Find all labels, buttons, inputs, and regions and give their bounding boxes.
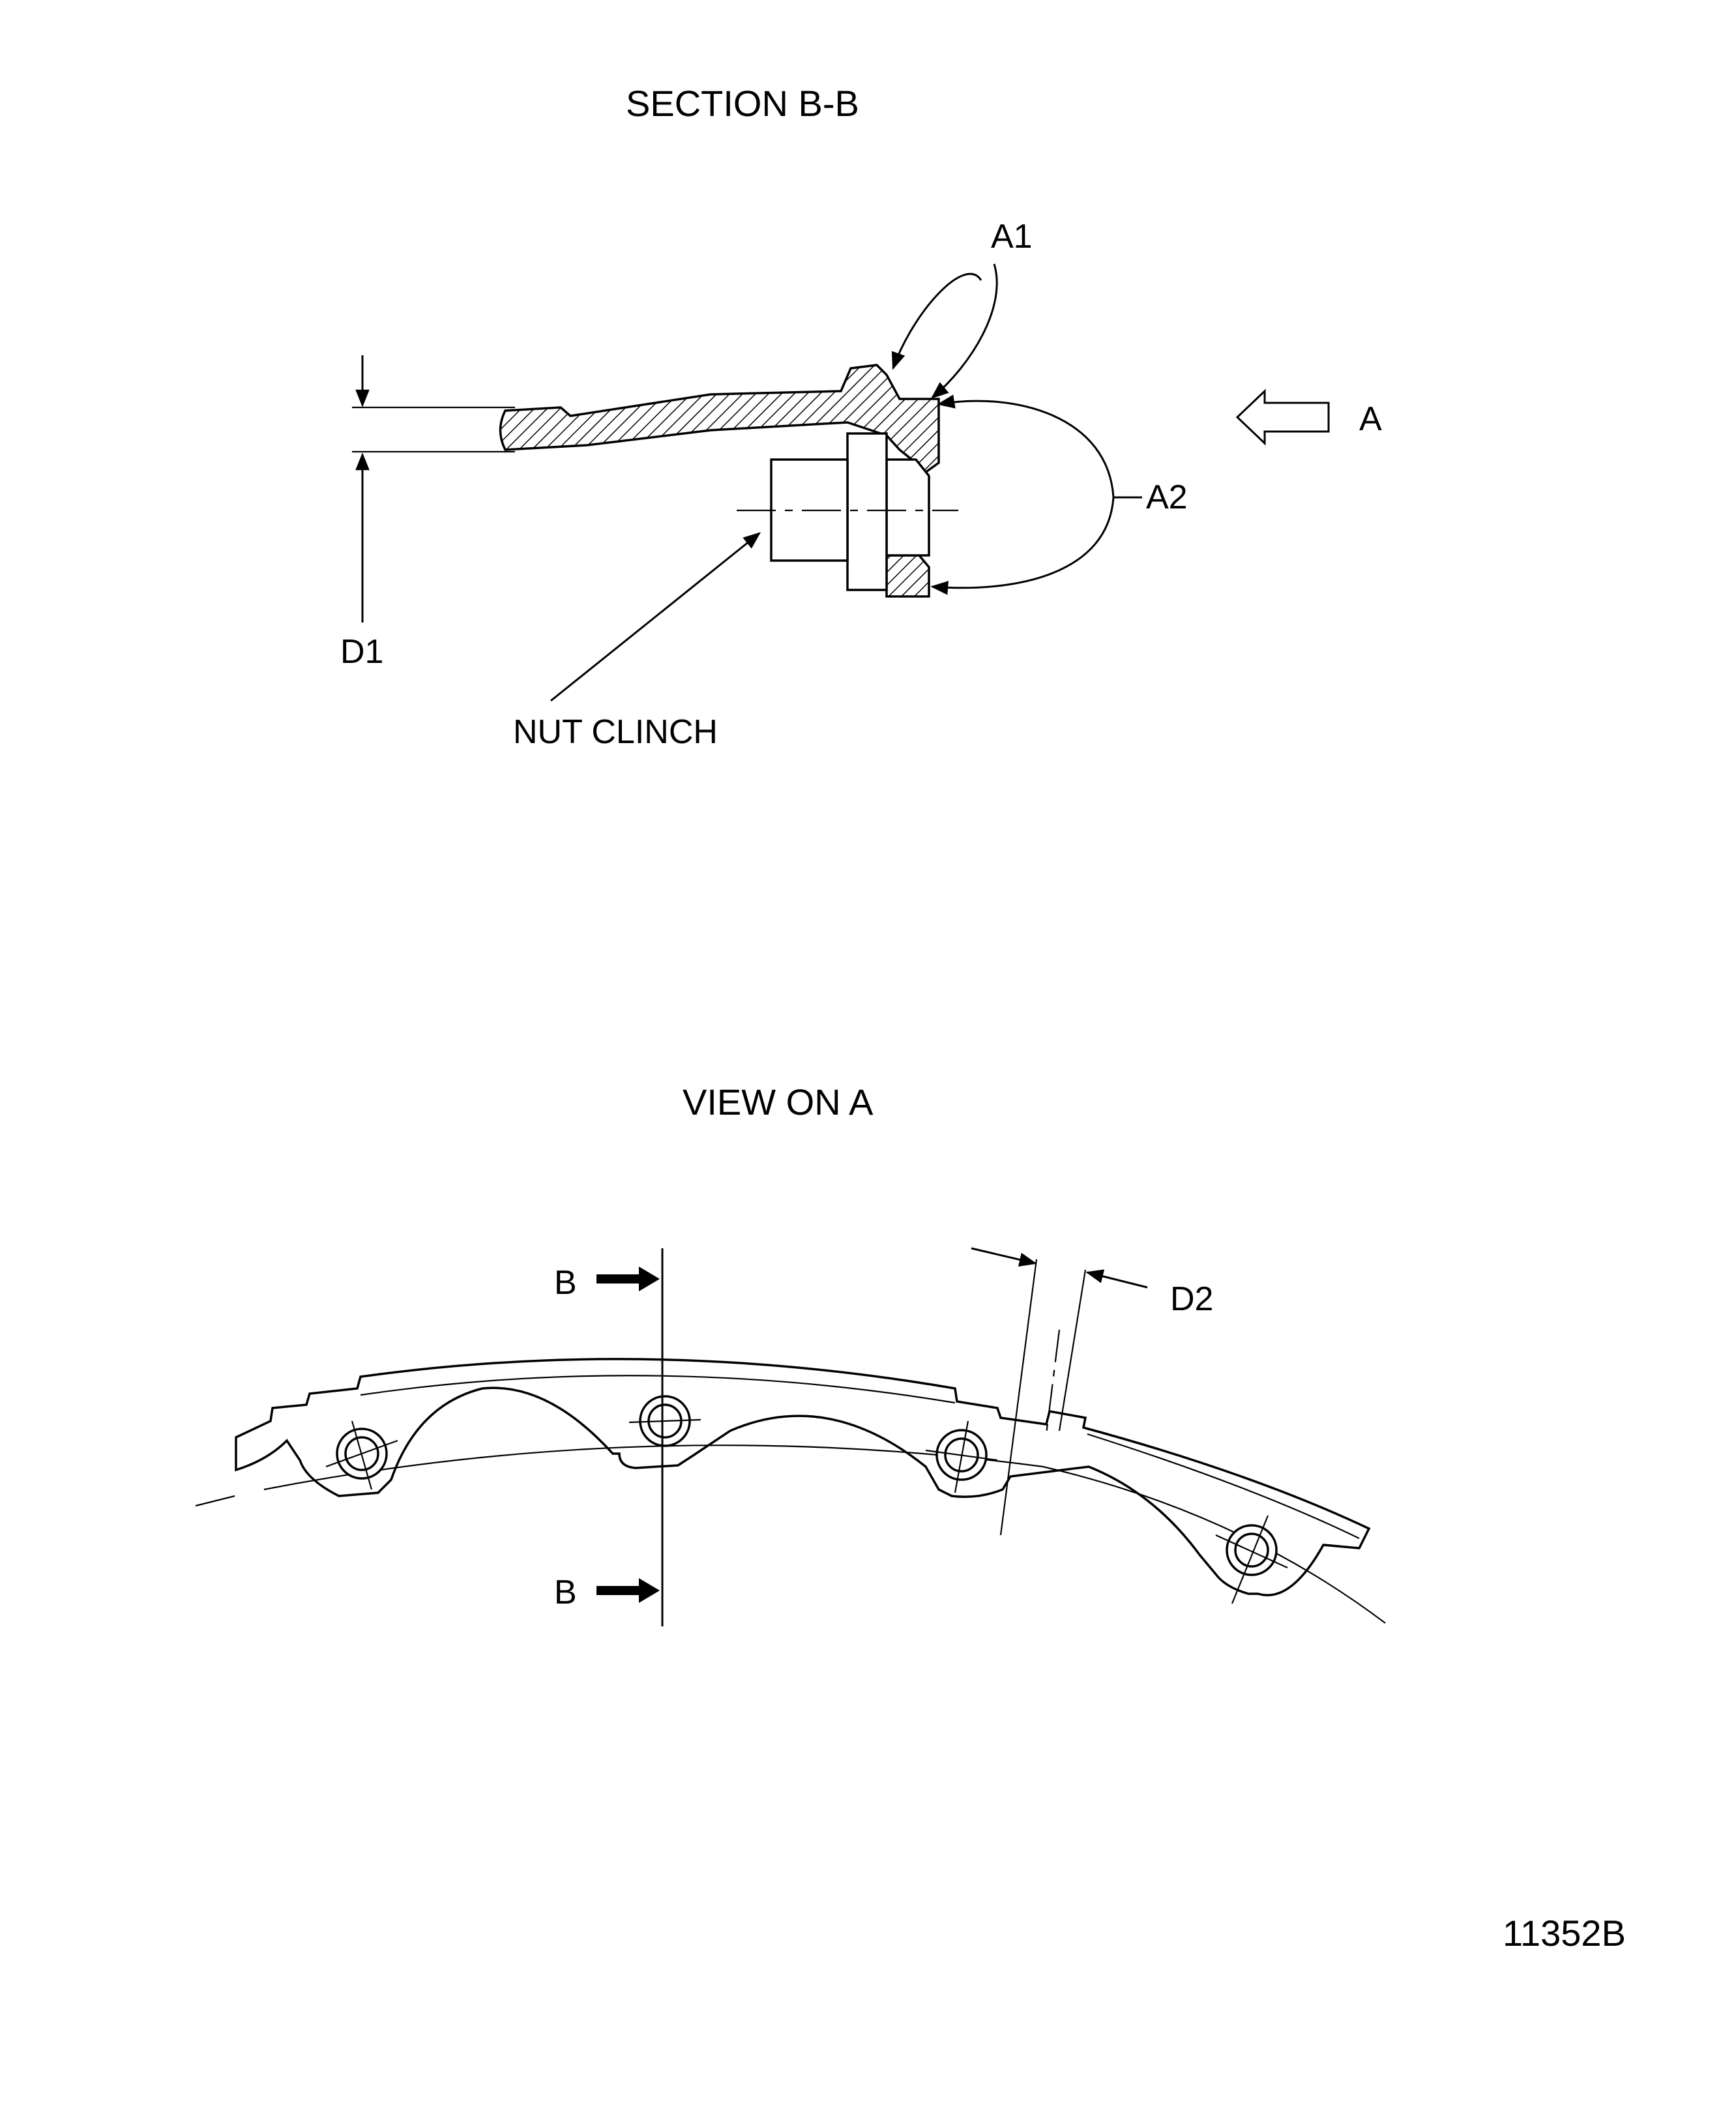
- clinch-ring-inner: [885, 458, 930, 557]
- ring-inner-rim: [360, 1375, 1360, 1539]
- section-b-b: SECTION B-B D1 A1 A2 A NUT CLINCH: [340, 83, 1382, 751]
- view-on-a: VIEW ON A: [195, 1081, 1386, 1626]
- view-direction-arrow-icon: [1235, 389, 1330, 446]
- nut-clinch-leader: [550, 532, 761, 702]
- a1-leader-right: [930, 263, 998, 399]
- section-b-top-arrow-icon: [596, 1267, 660, 1291]
- a2-leader-top: [937, 394, 1115, 498]
- d2-extension-left: [999, 1259, 1038, 1536]
- ring-segment: [235, 1358, 1371, 1596]
- a2-leader-bottom: [930, 497, 1115, 595]
- section-b-top-label: B: [554, 1264, 577, 1302]
- d2-arrow-left: [971, 1247, 1037, 1267]
- figure-number: 11352B: [1503, 1913, 1626, 1954]
- d1-label: D1: [340, 633, 383, 671]
- nut-hole-3: [925, 1420, 998, 1493]
- view-a-label: A: [1359, 400, 1382, 438]
- nut-hole-4: [1215, 1515, 1288, 1604]
- a1-label: A1: [991, 218, 1033, 256]
- section-b-bottom-label: B: [554, 1574, 577, 1611]
- a2-label: A2: [1146, 478, 1188, 516]
- section-title: SECTION B-B: [626, 83, 859, 124]
- section-b-bottom-arrow-icon: [596, 1578, 660, 1603]
- nut-clinch-label: NUT CLINCH: [513, 713, 718, 751]
- nut-hole-2: [628, 1395, 701, 1447]
- d2-extension-right: [1058, 1269, 1087, 1431]
- a1-leader-left: [891, 272, 982, 370]
- clinch-ring-section: [885, 554, 930, 598]
- d2-label: D2: [1170, 1280, 1213, 1318]
- d2-arrow-right: [1085, 1269, 1148, 1289]
- nut-washer: [846, 432, 888, 591]
- nut-hole-1: [325, 1420, 398, 1490]
- flange-section: [499, 364, 940, 482]
- d2-centerline: [1045, 1329, 1061, 1435]
- view-title: VIEW ON A: [683, 1081, 874, 1122]
